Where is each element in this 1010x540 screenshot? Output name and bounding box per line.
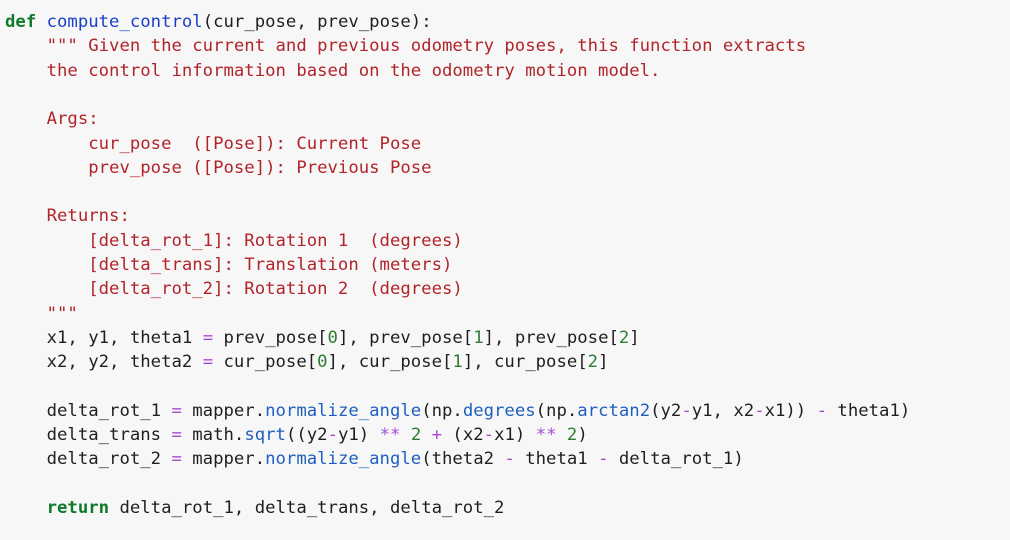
code-line: [delta_rot_2]: Rotation 2 (degrees) [5, 277, 463, 301]
code-line: """ Given the current and previous odome… [5, 34, 807, 58]
code-token: mapper. [181, 400, 266, 421]
code-token: = [202, 352, 214, 373]
code-line: prev_pose ([Pose]): Previous Pose [5, 156, 432, 180]
code-line: cur_pose ([Pose]): Current Pose [5, 132, 421, 156]
code-token: ) [577, 425, 588, 446]
code-token: math. [181, 425, 245, 446]
code-token: normalize_angle [265, 400, 422, 421]
code-line: """ [5, 302, 78, 326]
code-token [557, 425, 567, 445]
code-token: 2 [587, 352, 599, 373]
code-line: the control information based on the odo… [5, 59, 661, 83]
code-line: Args: [5, 107, 99, 131]
code-token: x2, y2, theta2 [5, 352, 203, 373]
code-token: delta_trans [5, 425, 172, 446]
code-token: 2 [566, 425, 578, 446]
code-token: x1, y1, theta1 [5, 327, 203, 348]
code-token: = [171, 449, 182, 470]
code-token: prev_pose[ [213, 327, 328, 348]
code-token: 2 [410, 425, 422, 446]
code-token: prev_pose ([Pose]): Previous Pose [5, 157, 432, 178]
code-token: Args: [5, 109, 99, 130]
code-token: normalize_angle [265, 449, 422, 470]
code-token: """ Given the current and previous odome… [5, 36, 807, 57]
code-token: x1) [494, 425, 536, 446]
code-token: ], cur_pose[ [327, 352, 453, 373]
code-token: arctan2 [577, 400, 651, 421]
code-token: sqrt [244, 425, 286, 446]
code-token: cur_pose[ [213, 352, 318, 373]
code-token: 0 [327, 327, 338, 348]
code-token: ** [535, 425, 557, 446]
code-line: x2, y2, theta2 = cur_pose[0], cur_pose[1… [5, 350, 609, 374]
code-token: y1, x2 [691, 400, 755, 421]
code-token: (np. [535, 400, 578, 421]
code-token: - [681, 400, 692, 421]
code-token: Returns: [5, 206, 130, 227]
code-token: 0 [317, 352, 328, 373]
code-token: - [816, 400, 828, 421]
code-token: [delta_rot_1]: Rotation 1 (degrees) [5, 230, 463, 251]
code-token: + [431, 425, 443, 446]
code-token [36, 12, 46, 32]
code-token: (cur_pose, prev_pose): [202, 12, 432, 32]
code-token: [delta_trans]: Translation (meters) [5, 255, 453, 275]
code-line: delta_trans = math.sqrt((y2-y1) ** 2 + (… [5, 423, 588, 447]
code-token: = [171, 400, 182, 421]
code-token: delta_rot_1) [608, 449, 744, 470]
code-line: x1, y1, theta1 = prev_pose[0], prev_pose… [5, 326, 640, 350]
code-token: [delta_rot_2]: Rotation 2 (degrees) [5, 279, 463, 300]
code-token: - [598, 449, 609, 470]
code-token: """ [5, 303, 78, 324]
code-token: = [171, 425, 182, 446]
code-token: 1 [473, 327, 484, 348]
code-line: Returns: [5, 204, 130, 228]
code-token: (theta2 [421, 449, 505, 470]
code-token: mapper. [181, 449, 266, 470]
code-token: (np. [421, 400, 463, 421]
code-token: x1)) [764, 400, 817, 421]
code-token [5, 498, 47, 518]
code-line: def compute_control(cur_pose, prev_pose)… [5, 10, 432, 34]
code-token: ], cur_pose[ [462, 352, 588, 373]
code-line: [delta_rot_1]: Rotation 1 (degrees) [5, 229, 463, 253]
code-token [421, 425, 431, 445]
code-token: 2 [618, 327, 630, 348]
code-token: - [754, 400, 765, 421]
code-token: - [327, 425, 338, 446]
code-line: [delta_trans]: Translation (meters) [5, 253, 452, 277]
code-token: 1 [452, 352, 463, 373]
code-token: theta1 [514, 449, 599, 470]
code-token: = [202, 327, 214, 348]
code-token: delta_rot_1, delta_trans, delta_rot_2 [109, 498, 505, 518]
code-token: delta_rot_2 [5, 449, 172, 470]
code-token: def [5, 12, 37, 32]
code-token: ], prev_pose[ [483, 327, 619, 348]
code-token: y1) [337, 425, 380, 446]
code-token: ] [629, 327, 640, 348]
code-token [400, 425, 410, 445]
code-line: return delta_rot_1, delta_trans, delta_r… [5, 496, 505, 520]
code-token: delta_rot_1 [5, 400, 172, 421]
code-token: cur_pose ([Pose]): Current Pose [5, 133, 422, 154]
code-token: - [483, 425, 495, 446]
code-token: ** [379, 425, 401, 446]
code-token: the control information based on the odo… [5, 60, 661, 81]
code-token: ] [598, 352, 609, 373]
code-token: (y2 [650, 400, 682, 421]
code-token: degrees [462, 400, 536, 421]
code-token: compute_control [46, 12, 203, 32]
code-token: ((y2 [285, 425, 328, 446]
code-token: (x2 [442, 425, 484, 446]
code-token: theta1) [827, 400, 911, 421]
code-token: ], prev_pose[ [337, 327, 474, 348]
code-line: delta_rot_2 = mapper.normalize_angle(the… [5, 447, 744, 471]
code-line: delta_rot_1 = mapper.normalize_angle(np.… [5, 399, 911, 423]
code-token: - [504, 449, 515, 470]
code-token: return [46, 498, 110, 518]
